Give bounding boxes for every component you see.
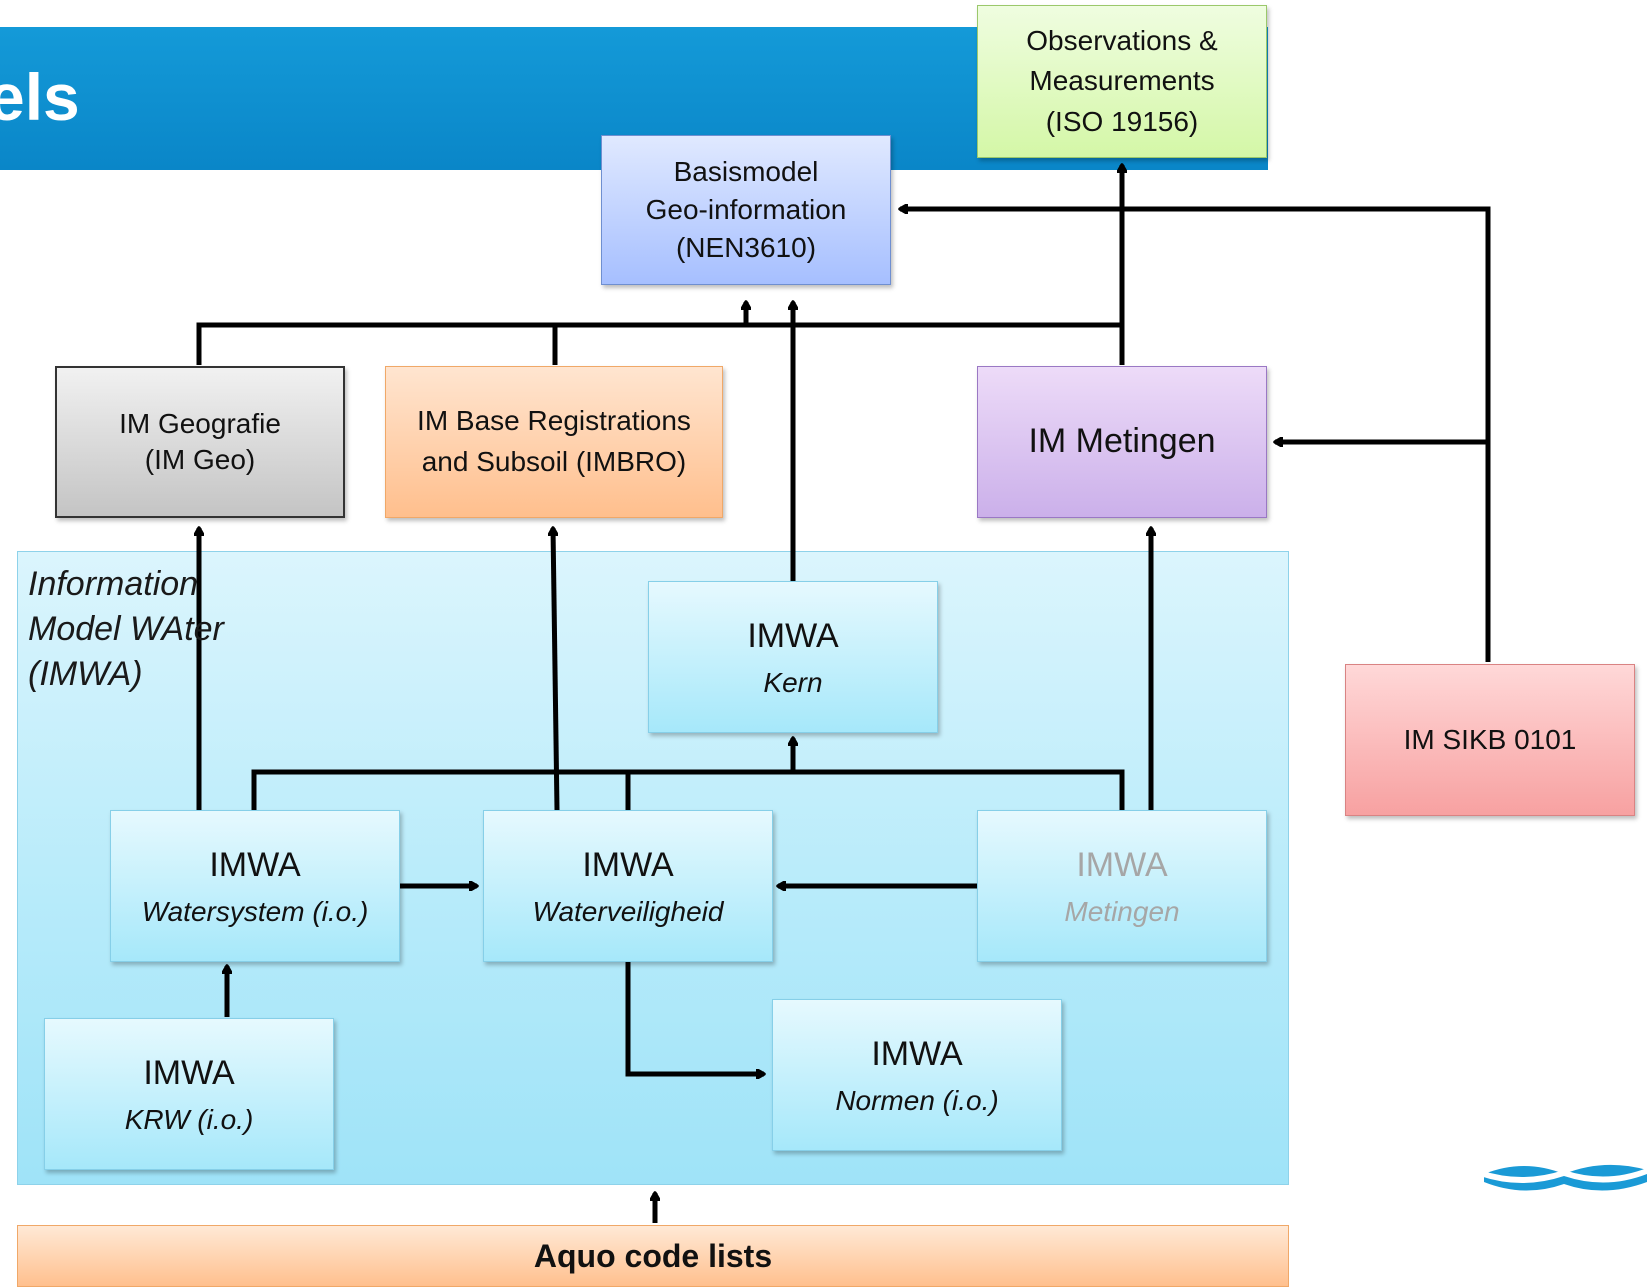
imwa-watersystem-box-line1: IMWA (209, 845, 301, 884)
line-middle-bus (251, 769, 1125, 810)
imwa-metingen-box-line2: Metingen (1064, 895, 1180, 927)
page-title: els (0, 60, 80, 134)
observations-measurements-box[interactable]: Observations & Measurements (ISO 19156) (977, 5, 1267, 158)
im-base-registrations-box[interactable]: IM Base Registrations and Subsoil (IMBRO… (385, 366, 723, 518)
imwa-waterveiligheid-box[interactable]: IMWA Waterveiligheid (483, 810, 773, 962)
im-metingen-box[interactable]: IM Metingen (977, 366, 1267, 518)
imwa-waterveiligheid-box-line2: Waterveiligheid (532, 895, 724, 927)
observations-box-line1: Observations & (1026, 24, 1218, 56)
basismodel-box-line1: Basismodel (673, 156, 819, 188)
imwa-normen-box-line2: Normen (i.o.) (835, 1084, 999, 1116)
arrow-sikb-to-basismodel (900, 209, 1491, 662)
im-geografie-box-line1: IM Geografie (119, 407, 281, 439)
imwa-normen-box-line1: IMWA (871, 1034, 963, 1073)
imwa-watersystem-box-line2: Watersystem (i.o.) (141, 895, 369, 927)
im-sikb-box-line1: IM SIKB 0101 (1403, 723, 1577, 755)
aquo-code-lists-box[interactable]: Aquo code lists (17, 1225, 1289, 1287)
imwa-frame-label-line1: Information (28, 565, 199, 603)
imwa-waterveiligheid-box-line1: IMWA (582, 845, 674, 884)
imwa-metingen-box-line1: IMWA (1076, 845, 1168, 884)
imwa-krw-box[interactable]: IMWA KRW (i.o.) (44, 1018, 334, 1170)
imwa-kern-box[interactable]: IMWA Kern (648, 581, 938, 733)
arrow-waterveiligheid-to-normen (625, 962, 764, 1074)
im-base-box-line1: IM Base Registrations (417, 405, 691, 437)
imwa-metingen-box[interactable]: IMWA Metingen (977, 810, 1267, 962)
imwa-krw-box-line2: KRW (i.o.) (124, 1103, 254, 1135)
line-top-bus (196, 322, 1122, 365)
im-sikb-box[interactable]: IM SIKB 0101 (1345, 664, 1635, 816)
aquo-box-line1: Aquo code lists (533, 1237, 773, 1274)
basismodel-box-line3: (NEN3610) (675, 231, 817, 263)
arrow-waterveiligheid-to-imbro (553, 528, 560, 811)
imwa-normen-box[interactable]: IMWA Normen (i.o.) (772, 999, 1062, 1151)
imwa-kern-box-line2: Kern (763, 666, 823, 698)
wave-logo-icon (1480, 1164, 1647, 1191)
im-base-box-line2: and Subsoil (IMBRO) (421, 446, 687, 477)
im-geografie-box[interactable]: IM Geografie (IM Geo) (55, 366, 345, 518)
imwa-frame-label-line2: Model WAter (28, 610, 224, 648)
observations-box-line2: Measurements (1029, 65, 1215, 97)
imwa-kern-box-line1: IMWA (747, 616, 839, 655)
basismodel-box[interactable]: Basismodel Geo-information (NEN3610) (601, 135, 891, 285)
observations-box-line3: (ISO 19156) (1045, 105, 1199, 137)
basismodel-box-line2: Geo-information (645, 194, 847, 226)
im-metingen-box-line1: IM Metingen (1028, 422, 1216, 461)
imwa-krw-box-line1: IMWA (143, 1053, 235, 1092)
imwa-watersystem-box[interactable]: IMWA Watersystem (i.o.) (110, 810, 400, 962)
im-geografie-box-line2: (IM Geo) (144, 444, 256, 475)
imwa-frame-label-line3: (IMWA) (28, 655, 143, 693)
imwa-frame-label: Information Model WAter (IMWA) (28, 562, 268, 697)
